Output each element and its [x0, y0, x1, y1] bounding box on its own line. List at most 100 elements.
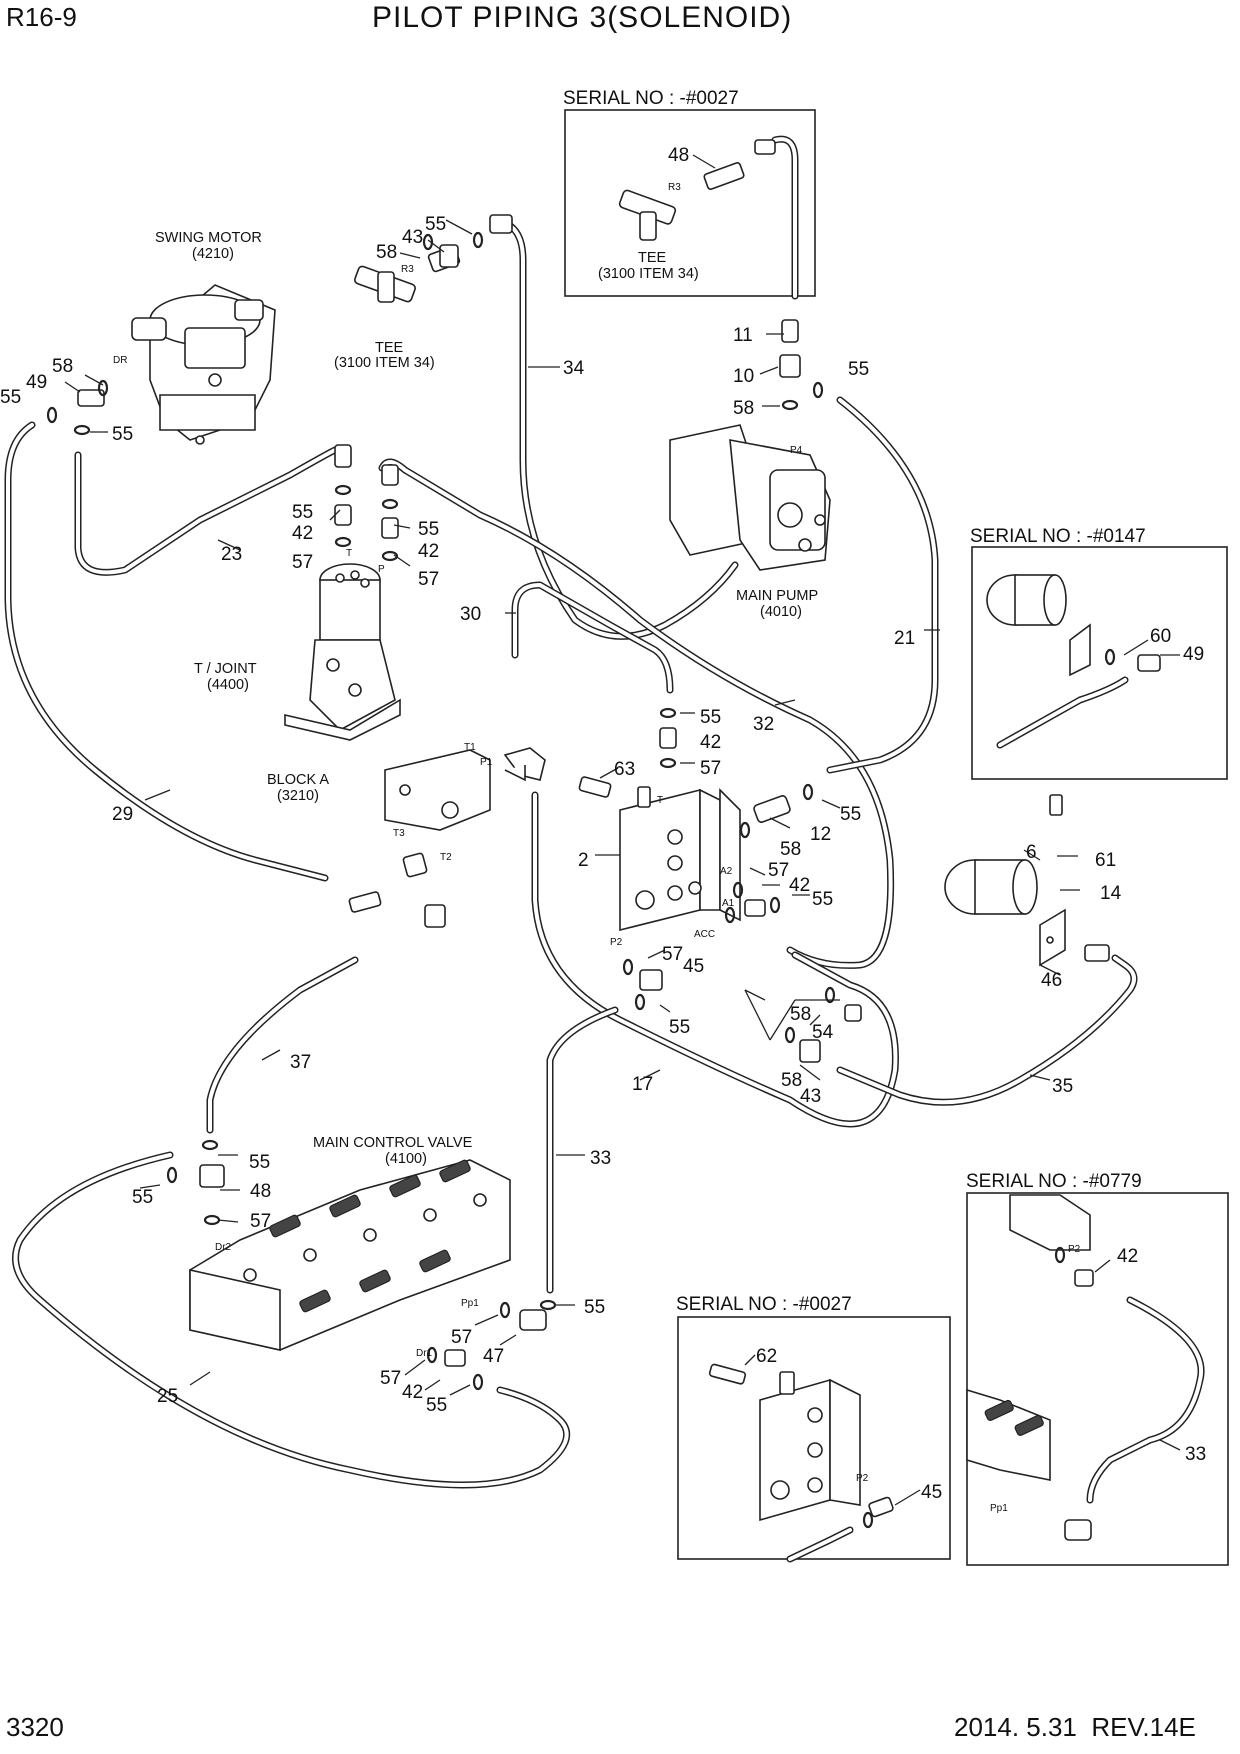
callout-57: 57 — [250, 1211, 271, 1232]
page-number: 3320 — [6, 1712, 64, 1742]
inset-solenoid-block — [708, 1363, 894, 1522]
callout-62: 62 — [756, 1346, 777, 1367]
callout-11: 11 — [733, 325, 753, 346]
hose-37 — [206, 956, 359, 1134]
port-p4: P4 — [790, 445, 803, 456]
page-code: R16-9 — [6, 2, 77, 32]
inset-accumulator — [986, 574, 1091, 677]
callout-30: 30 — [460, 604, 481, 625]
port-labels: DR R3 R3 T P P4 T1 P1 T3 T2 T A2 A1 ACC … — [113, 182, 1081, 1514]
callout-58: 58 — [780, 839, 801, 860]
callout-58: 58 — [52, 356, 73, 377]
callout-32: 32 — [753, 714, 774, 735]
hose-34 — [498, 218, 739, 640]
callout-2: 2 — [578, 850, 589, 871]
port-dr: DR — [113, 355, 127, 366]
tee-name: TEE — [375, 340, 404, 356]
port-dr2: Dr2 — [215, 1242, 232, 1253]
main-pump-name: MAIN PUMP — [736, 588, 818, 604]
callout-46: 46 — [1041, 970, 1062, 991]
hose-29 — [4, 421, 329, 882]
port-dr1: Dr1 — [416, 1348, 433, 1359]
port-t: T — [346, 548, 352, 559]
callout-55: 55 — [840, 804, 861, 825]
revision-label: 2014. 5.31 REV.14E — [954, 1712, 1196, 1742]
tee-code: (3100 ITEM 34) — [334, 355, 435, 371]
callout-48: 48 — [668, 145, 689, 166]
callout-58: 58 — [376, 242, 397, 263]
callout-54: 54 — [812, 1022, 834, 1043]
o-rings — [46, 231, 1116, 1529]
hoses — [4, 135, 1205, 1563]
mcv-code: (4100) — [385, 1151, 427, 1167]
inset-frame-mcv — [966, 1192, 1229, 1566]
callout-43: 43 — [402, 227, 423, 248]
callout-58: 58 — [790, 1004, 811, 1025]
hose-30 — [511, 581, 674, 694]
callout-23: 23 — [221, 544, 242, 565]
callout-58: 58 — [781, 1070, 802, 1091]
callout-numbers: 55 43 58 34 48 58 49 55 55 55 42 57 55 4… — [0, 145, 1206, 1503]
swing-motor: SWING MOTOR (4210) — [131, 230, 276, 445]
callout-60: 60 — [1150, 626, 1171, 647]
port-pp1-mcv: Pp1 — [990, 1503, 1008, 1514]
port-t1: T1 — [464, 742, 476, 753]
callout-10: 10 — [733, 366, 754, 387]
callout-55: 55 — [426, 1395, 447, 1416]
t-joint-code: (4400) — [207, 677, 249, 693]
block-a-code: (3210) — [277, 788, 319, 804]
callout-55: 55 — [425, 214, 446, 235]
inset-tee-name: TEE — [638, 250, 667, 266]
callout-55: 55 — [669, 1017, 690, 1038]
callout-29: 29 — [112, 804, 133, 825]
hose-inset-mcv — [1086, 1296, 1205, 1504]
port-p: P — [378, 564, 385, 575]
callout-42: 42 — [789, 875, 810, 896]
callout-57: 57 — [768, 860, 789, 881]
callout-55: 55 — [0, 387, 21, 408]
callout-57: 57 — [292, 552, 313, 573]
callout-57: 57 — [662, 944, 683, 965]
callout-55: 55 — [112, 424, 133, 445]
port-acc: ACC — [694, 929, 715, 940]
callout-49: 49 — [26, 372, 47, 393]
callout-42: 42 — [1117, 1246, 1138, 1267]
port-pp1: Pp1 — [461, 1298, 479, 1309]
port-p2-inset: P2 — [856, 1473, 869, 1484]
callout-42: 42 — [418, 541, 439, 562]
callout-37: 37 — [290, 1052, 311, 1073]
main-pump: MAIN PUMP (4010) — [669, 424, 831, 620]
callout-21: 21 — [894, 628, 915, 649]
inset-frame-top — [564, 109, 816, 297]
port-t2: T2 — [440, 852, 452, 863]
callout-48: 48 — [250, 1181, 271, 1202]
callout-63: 63 — [614, 759, 635, 780]
block-a: BLOCK A (3210) — [267, 747, 546, 928]
callout-55: 55 — [848, 359, 869, 380]
inset-frame-accumulator — [971, 546, 1228, 780]
hose-inset-top — [771, 135, 799, 300]
callout-55: 55 — [249, 1152, 270, 1173]
port-p1: P1 — [480, 757, 493, 768]
callout-49: 49 — [1183, 644, 1204, 665]
inset-tee-code: (3100 ITEM 34) — [598, 266, 699, 282]
callout-47: 47 — [483, 1346, 504, 1367]
t-joint-name: T / JOINT — [194, 661, 257, 677]
callout-55: 55 — [418, 519, 439, 540]
callout-55: 55 — [292, 502, 313, 523]
hose-21 — [826, 396, 939, 774]
main-pump-code: (4010) — [760, 604, 802, 620]
callout-55: 55 — [132, 1187, 153, 1208]
callout-17: 17 — [632, 1074, 653, 1095]
callout-14: 14 — [1100, 883, 1122, 904]
inset-frame-solenoid — [677, 1316, 951, 1560]
callout-58: 58 — [733, 398, 754, 419]
callout-55: 55 — [700, 707, 721, 728]
callout-61: 61 — [1095, 850, 1116, 871]
callout-12: 12 — [810, 824, 831, 845]
inset-serial-solenoid: SERIAL NO : -#0027 — [676, 1294, 852, 1315]
mcv-name: MAIN CONTROL VALVE — [313, 1135, 473, 1151]
port-t3: T3 — [393, 828, 405, 839]
callout-55: 55 — [812, 889, 833, 910]
callout-33: 33 — [590, 1148, 611, 1169]
